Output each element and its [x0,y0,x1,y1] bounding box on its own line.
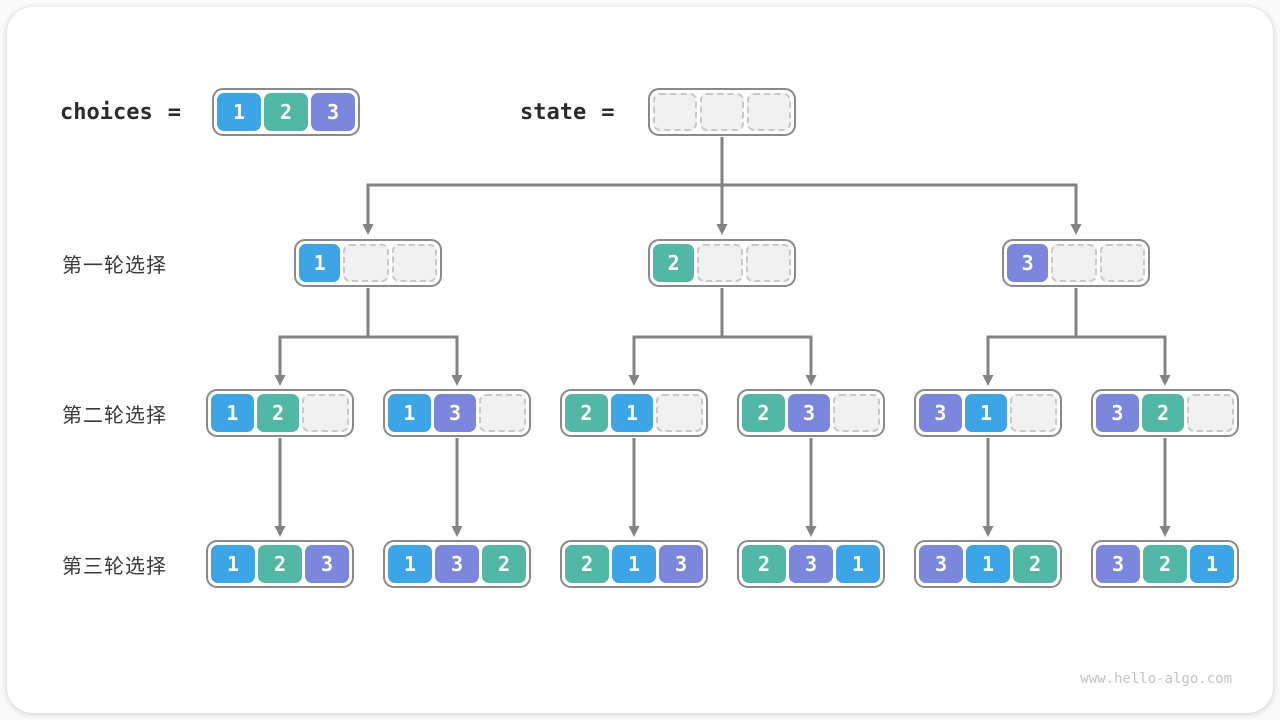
empty-cell [833,394,881,432]
value-cell-2: 2 [258,545,302,583]
empty-cell [302,394,350,432]
state-box-round1-2: 2 [648,239,796,287]
empty-cell [700,93,744,131]
value-cell-3: 3 [311,93,355,131]
empty-cell [1051,244,1097,282]
value-cell-1: 1 [836,545,880,583]
value-cell-3: 3 [919,545,963,583]
value-cell-3: 3 [789,545,833,583]
arrowhead-icon [805,375,817,386]
value-cell-2: 2 [1141,394,1185,432]
tree-edge [986,335,1167,376]
arrowhead-icon [1070,224,1082,235]
value-cell-3: 3 [659,545,703,583]
value-cell-2: 2 [565,545,609,583]
empty-cell [391,244,437,282]
choices-equals-sign: = [167,99,181,125]
value-cell-2: 2 [264,93,308,131]
empty-cell [1099,244,1145,282]
value-cell-2: 2 [256,394,300,432]
watermark: www.hello-algo.com [1080,671,1232,687]
value-cell-2: 2 [482,545,526,583]
empty-cell [697,244,743,282]
empty-cell [343,244,389,282]
value-cell-2: 2 [565,394,608,432]
state-equals-sign: = [601,99,615,125]
empty-cell [747,93,791,131]
round-2-label: 第二轮选择 [62,404,167,427]
value-cell-1: 1 [966,545,1010,583]
state-label: state [520,99,587,125]
empty-cell [745,244,791,282]
arrowhead-icon [451,375,463,386]
arrowhead-icon [982,375,994,386]
value-cell-3: 3 [435,545,479,583]
state-label-group: state = [520,88,614,136]
state-box-round1-1: 1 [294,239,442,287]
arrowhead-icon [805,526,817,537]
empty-cell [1187,394,1235,432]
empty-cell [1010,394,1058,432]
arrowhead-icon [716,224,728,235]
value-cell-2: 2 [1143,545,1187,583]
value-cell-1: 1 [388,545,432,583]
arrowhead-icon [628,526,640,537]
value-cell-2: 2 [742,394,785,432]
arrowhead-icon [628,375,640,386]
state-box-round1-3: 3 [1002,239,1150,287]
value-cell-2: 2 [1013,545,1057,583]
arrowhead-icon [362,224,374,235]
arrowhead-icon [982,526,994,537]
round-1-label: 第一轮选择 [62,254,167,277]
choices-label: choices [60,99,153,125]
value-cell-2: 2 [742,545,786,583]
arrowhead-icon [1159,526,1171,537]
value-cell-1: 1 [610,394,654,432]
round-3-label: 第三轮选择 [62,555,167,578]
value-cell-3: 3 [1096,545,1140,583]
arrowhead-icon [274,526,286,537]
empty-cell [479,394,527,432]
arrowhead-icon [274,375,286,386]
arrowhead-icon [451,526,463,537]
value-cell-1: 1 [1190,545,1234,583]
tree-edge [632,335,813,376]
tree-edge [278,335,459,376]
value-cell-3: 3 [919,394,962,432]
value-cell-2: 2 [653,244,695,282]
value-cell-1: 1 [217,93,261,131]
state-array-box [648,88,796,136]
arrowhead-icon [1159,375,1171,386]
value-cell-3: 3 [1007,244,1049,282]
value-cell-3: 3 [1096,394,1139,432]
value-cell-1: 1 [388,394,431,432]
empty-cell [653,93,697,131]
value-cell-3: 3 [787,394,831,432]
value-cell-1: 1 [211,394,254,432]
value-cell-1: 1 [612,545,656,583]
value-cell-1: 1 [211,545,255,583]
tree-edge [366,183,1078,225]
empty-cell [656,394,704,432]
value-cell-1: 1 [299,244,341,282]
choices-label-group: choices = [60,88,181,136]
value-cell-3: 3 [305,545,349,583]
value-cell-1: 1 [964,394,1008,432]
value-cell-3: 3 [433,394,477,432]
